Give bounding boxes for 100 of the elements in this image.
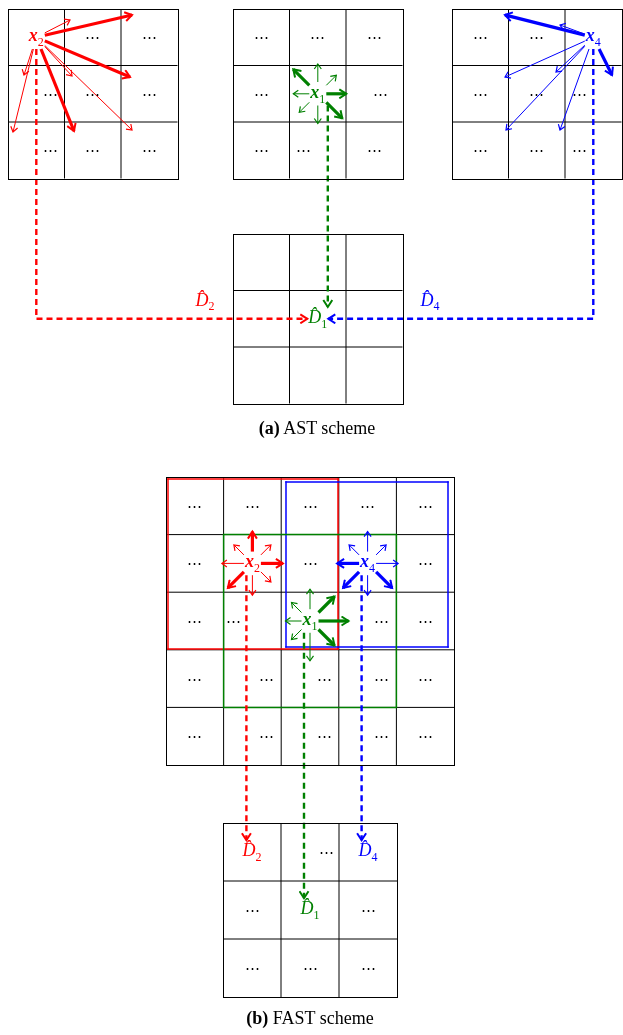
grid: [8, 9, 179, 180]
arrow: [559, 22, 586, 35]
math-label: x$_{4}$: [360, 552, 376, 575]
arrow: [21, 48, 33, 76]
ellipsis: ⋯: [42, 142, 58, 158]
dashed-arrow: [298, 632, 310, 900]
math-label: x$_{2}$: [28, 26, 44, 49]
grid: [166, 477, 455, 766]
ellipsis: ⋯: [253, 86, 269, 102]
arrow: [305, 632, 315, 662]
arrow: [336, 557, 360, 569]
ellipsis: ⋯: [296, 142, 312, 158]
arrow: [326, 88, 348, 100]
arrow: [375, 544, 387, 556]
math-label: x$_{2}$: [244, 552, 260, 575]
arrow: [44, 18, 71, 34]
arrow: [341, 570, 361, 590]
ellipsis: ⋯: [302, 960, 318, 976]
arrow: [505, 45, 586, 131]
arrow: [292, 89, 310, 98]
arrow: [284, 616, 302, 626]
math-label: D̂$_{4}$: [358, 841, 378, 863]
arrow: [363, 574, 372, 596]
arrow: [318, 615, 350, 627]
ellipsis: ⋯: [244, 498, 260, 514]
ellipsis: ⋯: [360, 498, 376, 514]
arrow: [292, 68, 311, 87]
ellipsis: ⋯: [258, 728, 274, 744]
math-label: D̂$_{1}$: [308, 307, 328, 330]
ellipsis: ⋯: [253, 29, 269, 45]
ellipsis: ⋯: [366, 29, 382, 45]
ellipsis: ⋯: [244, 960, 260, 976]
arrow: [305, 588, 315, 610]
ellipsis: ⋯: [302, 555, 318, 571]
dashed-arrow: [35, 49, 309, 325]
ellipsis: ⋯: [258, 671, 274, 687]
ellipsis: ⋯: [85, 86, 101, 102]
ellipsis: ⋯: [141, 86, 157, 102]
arrow: [298, 101, 310, 113]
arrow: [233, 544, 245, 556]
ellipsis: ⋯: [366, 142, 382, 158]
ellipsis: ⋯: [187, 671, 203, 687]
ellipsis: ⋯: [187, 728, 203, 744]
arrow: [555, 44, 586, 73]
ellipsis: ⋯: [529, 142, 545, 158]
ellipsis: ⋯: [417, 613, 433, 629]
arrow: [39, 48, 77, 132]
ellipsis: ⋯: [85, 29, 101, 45]
arrow: [317, 628, 336, 647]
ellipsis: ⋯: [225, 613, 241, 629]
arrow: [246, 530, 258, 552]
ellipsis: ⋯: [316, 671, 332, 687]
arrow: [290, 601, 302, 613]
arrow: [504, 40, 586, 79]
ellipsis: ⋯: [141, 142, 157, 158]
grid: [452, 9, 623, 180]
math-label: D̂$_{2}$: [242, 841, 262, 863]
arrow: [317, 595, 336, 614]
ellipsis: ⋯: [244, 902, 260, 918]
arrow: [260, 544, 272, 556]
arrow: [44, 45, 133, 131]
ellipsis: ⋯: [417, 671, 433, 687]
arrow: [348, 544, 360, 556]
arrow: [504, 11, 586, 37]
math-label: x$_{1}$: [302, 610, 318, 632]
ellipsis: ⋯: [374, 613, 390, 629]
ellipsis: ⋯: [417, 555, 433, 571]
ellipsis: ⋯: [42, 86, 58, 102]
arrow: [597, 48, 614, 76]
ellipsis: ⋯: [360, 960, 376, 976]
ellipsis: ⋯: [187, 555, 203, 571]
arrow: [557, 48, 590, 131]
math-label: x$_{4}$: [585, 26, 601, 49]
ellipsis: ⋯: [85, 142, 101, 158]
arrow: [325, 101, 344, 120]
ellipsis: ⋯: [253, 142, 269, 158]
ellipsis: ⋯: [571, 86, 587, 102]
arrow: [260, 571, 272, 583]
ellipsis: ⋯: [316, 728, 332, 744]
ellipsis: ⋯: [472, 29, 488, 45]
ellipsis: ⋯: [571, 142, 587, 158]
arrow: [248, 574, 257, 596]
arrow: [374, 570, 394, 590]
ellipsis: ⋯: [529, 86, 545, 102]
ellipsis: ⋯: [374, 671, 390, 687]
ellipsis: ⋯: [302, 498, 318, 514]
arrow: [221, 559, 245, 568]
arrow: [44, 39, 131, 80]
caption: (a) AST scheme: [258, 418, 376, 439]
arrow: [44, 46, 73, 77]
ellipsis: ⋯: [187, 613, 203, 629]
ellipsis: ⋯: [318, 844, 334, 860]
arrow: [290, 629, 302, 641]
ellipsis: ⋯: [417, 728, 433, 744]
grid: [233, 9, 404, 180]
dashed-arrow: [327, 49, 595, 325]
arrow: [313, 105, 322, 125]
ellipsis: ⋯: [417, 498, 433, 514]
dashed-arrow: [240, 575, 252, 842]
caption: (b) FAST scheme: [246, 1008, 374, 1029]
